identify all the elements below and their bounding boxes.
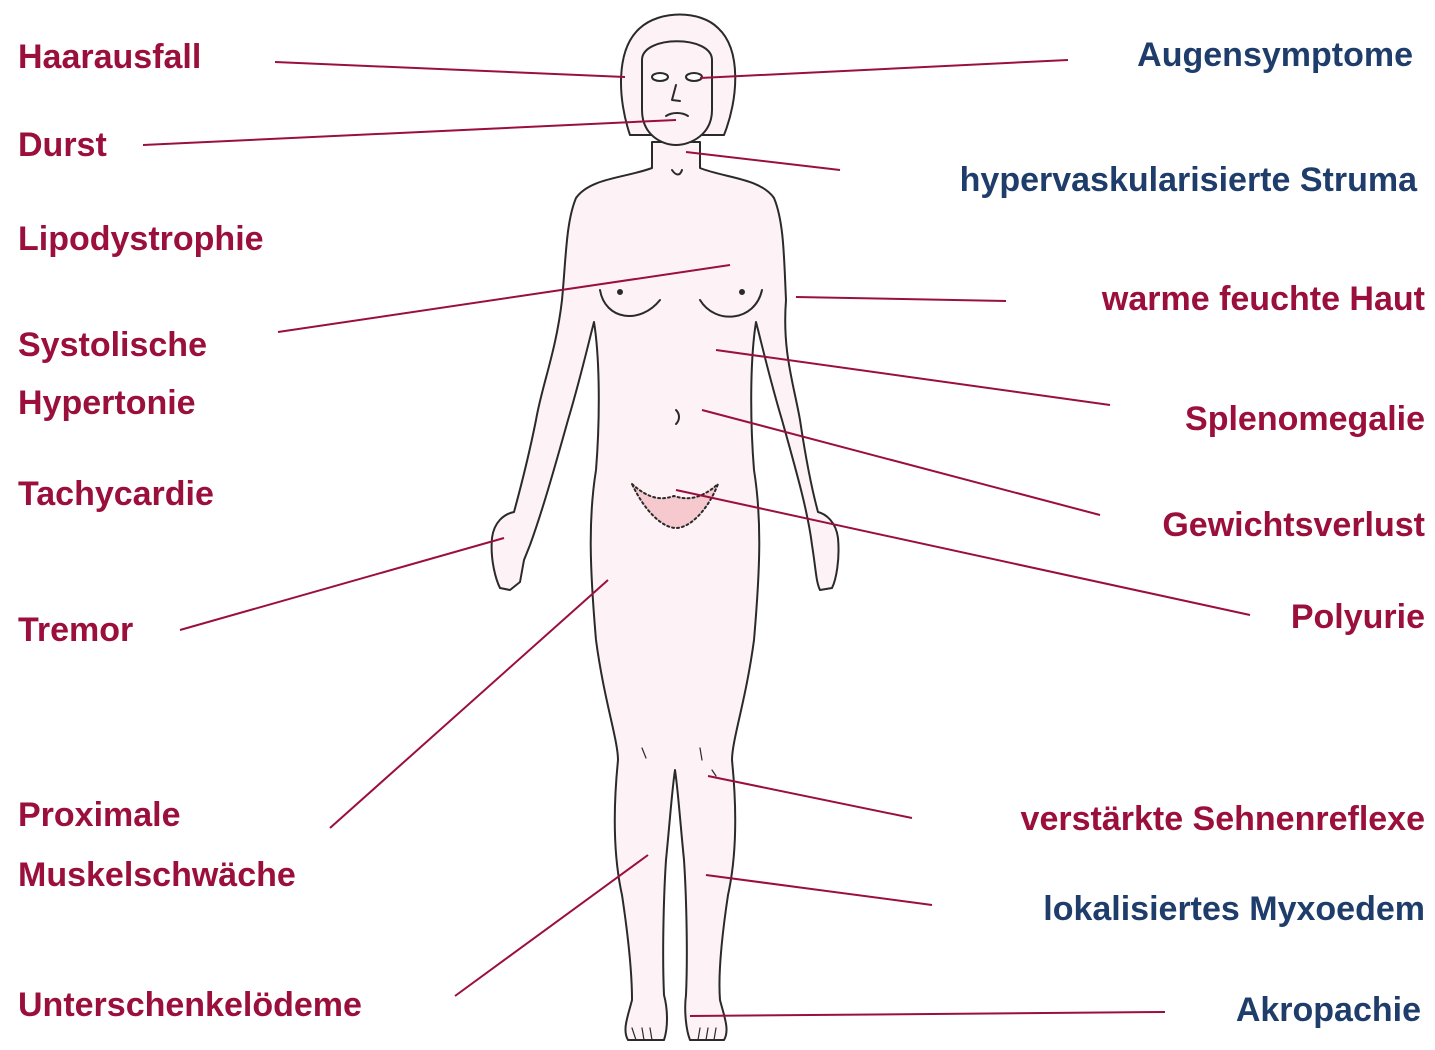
left-eye-icon <box>652 73 668 81</box>
leader-akropachie <box>690 1012 1165 1016</box>
leader-haarausfall <box>275 62 625 77</box>
label-splenomegalie: Splenomegalie <box>1185 390 1425 448</box>
label-unterschenkeloedeme: Unterschenkelödeme <box>18 976 362 1034</box>
label-tachycardie: Tachycardie <box>18 465 214 523</box>
label-proximale: Proximale <box>18 786 181 844</box>
label-polyurie: Polyurie <box>1291 588 1425 646</box>
label-tremor: Tremor <box>18 601 133 659</box>
leader-struma <box>686 152 840 170</box>
body-silhouette <box>492 142 839 1040</box>
leader-durst <box>143 120 676 145</box>
label-haut: warme feuchte Haut <box>1102 270 1425 328</box>
leader-haut <box>796 297 1006 301</box>
label-akropachie: Akropachie <box>1236 981 1421 1039</box>
left-nipple <box>618 290 622 294</box>
label-durst: Durst <box>18 116 107 174</box>
label-haarausfall: Haarausfall <box>18 28 201 86</box>
leader-tremor <box>180 538 504 630</box>
label-systolische: Systolische <box>18 316 207 374</box>
leader-augensymptome <box>700 60 1068 78</box>
label-hypertonie: Hypertonie <box>18 374 196 432</box>
label-muskelschwaeche: Muskelschwäche <box>18 846 296 904</box>
label-augensymptome: Augensymptome <box>1137 26 1413 84</box>
label-struma: hypervaskularisierte Struma <box>960 151 1417 209</box>
leader-gewichtsverlust <box>702 410 1100 515</box>
label-gewichtsverlust: Gewichtsverlust <box>1162 496 1425 554</box>
leader-sehnenreflexe <box>708 776 912 818</box>
leader-myxoedem <box>706 875 932 905</box>
leader-muskelschwaeche <box>330 580 608 828</box>
right-eye-icon <box>686 73 702 81</box>
label-sehnenreflexe: verstärkte Sehnenreflexe <box>1021 790 1425 848</box>
label-lipodystrophie: Lipodystrophie <box>18 210 264 268</box>
label-myxoedem: lokalisiertes Myxoedem <box>1043 880 1425 938</box>
right-nipple <box>740 290 744 294</box>
face-shape <box>642 41 712 145</box>
leader-unterschenkeloedeme <box>455 855 648 996</box>
